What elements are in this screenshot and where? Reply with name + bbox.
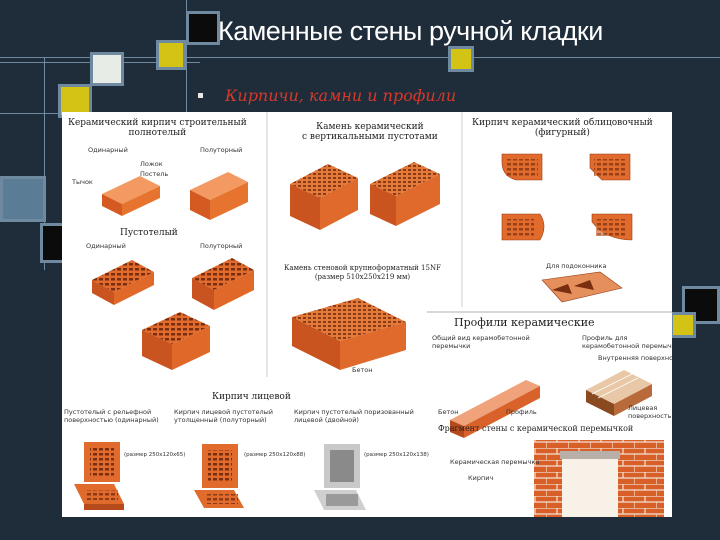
diagram-label: Кирпич bbox=[468, 474, 494, 482]
diagram-label: (размер 250x120x138) bbox=[364, 452, 429, 458]
diagram-label: Профиль для керамобетонной перемычки bbox=[582, 334, 672, 350]
frame-line bbox=[0, 57, 720, 58]
diagram-label: Лицевая поверхность bbox=[628, 404, 672, 420]
solid-brick-oneandhalf bbox=[190, 172, 248, 220]
section-title: Камень керамический с вертикальными пуст… bbox=[302, 122, 438, 142]
bullet-text: Кирпичи, камни и профили bbox=[225, 85, 457, 105]
bullet-icon bbox=[198, 92, 203, 98]
diagram-label: Профиль bbox=[506, 408, 537, 416]
diagram-label: Одинарный bbox=[88, 146, 128, 154]
diagram-label: Бетон bbox=[352, 366, 373, 374]
facing-brick bbox=[314, 444, 366, 510]
section-title: Кирпич лицевой bbox=[212, 392, 291, 402]
solid-brick-single bbox=[102, 176, 160, 216]
diagram-label: Кирпич лицевой пустотелый утолщенный (по… bbox=[174, 408, 273, 424]
section-title: Керамический кирпич строительный полноте… bbox=[68, 118, 247, 138]
yellow-square bbox=[448, 46, 474, 72]
hollow-brick-single bbox=[92, 260, 154, 305]
wall-fragment bbox=[534, 440, 664, 517]
section-title: Камень стеновой крупноформатный 15NF (ра… bbox=[284, 264, 441, 281]
ceramic-block bbox=[370, 162, 440, 226]
brick-diagram-panel: Керамический кирпич строительный полноте… bbox=[62, 112, 672, 517]
diagram-label: Керамическая перемычка bbox=[450, 458, 540, 466]
frame-line bbox=[0, 113, 62, 114]
facing-brick bbox=[74, 442, 124, 510]
diagram-label: (размер 250x120x65) bbox=[124, 452, 186, 458]
ceramic-block bbox=[290, 164, 358, 230]
diagram-label: Одинарный bbox=[86, 242, 126, 250]
section-title: Профили керамические bbox=[454, 316, 595, 329]
diagram-label: Для подоконника bbox=[546, 262, 607, 270]
diagram-label: Полуторный bbox=[200, 242, 243, 250]
brick-diagram bbox=[74, 112, 672, 517]
diagram-label: Бетон bbox=[438, 408, 459, 416]
section-title: Кирпич керамический облицовочный (фигурн… bbox=[472, 118, 653, 138]
blue-frame-square bbox=[0, 176, 46, 222]
diagram-label: Внутренняя поверхность bbox=[598, 354, 672, 362]
section-title: Фрагмент стены с керамической перемычкой bbox=[438, 424, 634, 433]
diagram-label: Постель bbox=[140, 170, 169, 178]
light-square bbox=[90, 52, 124, 86]
diagram-label: Общий вид керамобетонной перемычки bbox=[432, 334, 530, 350]
diagram-label: Кирпич пустотелый поризованный лицевой (… bbox=[294, 408, 414, 424]
blue-frame-square bbox=[186, 11, 220, 45]
slide-title: Каменные стены ручной кладки bbox=[218, 16, 603, 46]
large-format-block bbox=[292, 298, 406, 370]
diagram-label: Полуторный bbox=[200, 146, 243, 154]
shaped-facing-brick bbox=[501, 153, 633, 303]
frame-line bbox=[186, 0, 187, 112]
yellow-square bbox=[156, 40, 186, 70]
section-title: Пустотелый bbox=[120, 228, 178, 238]
frame-line bbox=[44, 58, 45, 270]
diagram-label: Пустотелый с рельефной поверхностью (оди… bbox=[64, 408, 159, 424]
hollow-brick-oneandhalf bbox=[192, 258, 254, 310]
diagram-label: (размер 250x120x88) bbox=[244, 452, 306, 458]
bullet-item: Кирпичи, камни и профили bbox=[198, 84, 456, 106]
yellow-square bbox=[670, 312, 696, 338]
hollow-brick-double bbox=[142, 312, 210, 370]
diagram-label: Ложок bbox=[140, 160, 163, 168]
diagram-label: Тычок bbox=[72, 178, 93, 186]
ceramic-profile bbox=[586, 370, 652, 416]
ceramic-lintel bbox=[450, 380, 540, 438]
facing-brick bbox=[194, 444, 244, 508]
